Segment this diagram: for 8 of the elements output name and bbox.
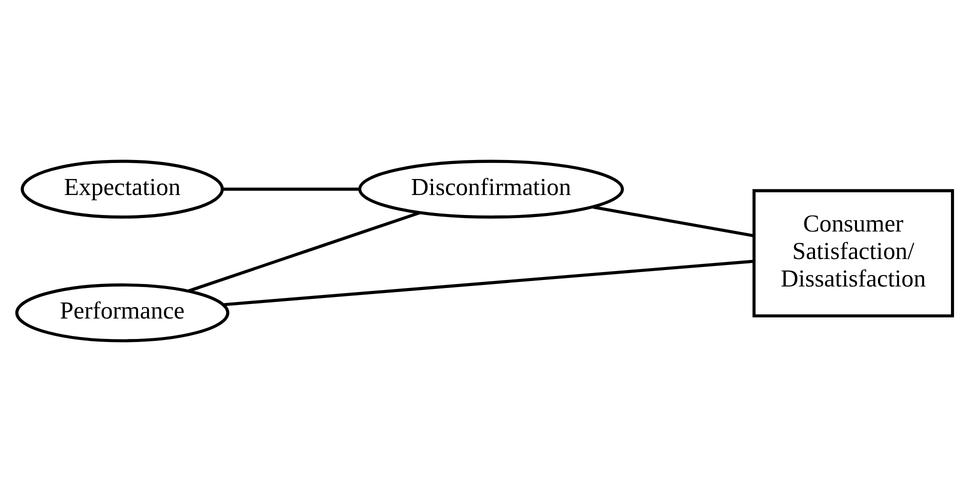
node-box: Consumer Satisfaction/ Dissatisfaction [752, 189, 954, 318]
node-ellipse: Performance [14, 283, 229, 342]
node-ellipse: Disconfirmation [358, 160, 624, 219]
connector [188, 211, 420, 292]
connector [222, 188, 358, 191]
node-ellipse: Expectation [20, 160, 224, 219]
connector [224, 260, 754, 306]
connector [592, 206, 754, 238]
